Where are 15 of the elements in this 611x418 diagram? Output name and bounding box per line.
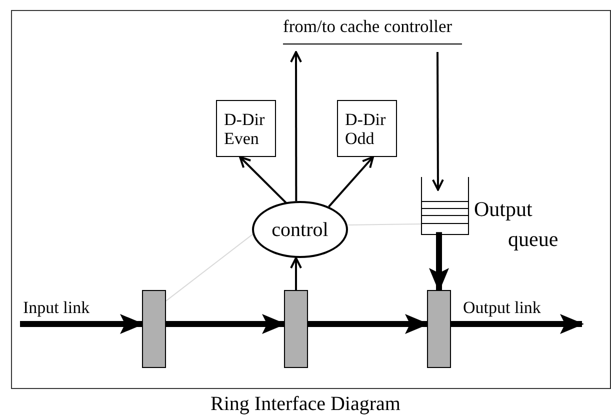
edge-label: Output link [463, 299, 541, 317]
control-ellipse [252, 201, 348, 258]
directory-box [337, 100, 397, 157]
edge-label: Input link [23, 299, 90, 317]
node-label: control [272, 220, 328, 240]
register-bar [142, 290, 166, 368]
node-label: D-Dir Even [224, 110, 266, 148]
register-bar [427, 290, 451, 368]
queue-label: Output queue [474, 196, 560, 253]
node-label: D-Dir Odd [345, 110, 387, 148]
caption: Ring Interface Diagram [210, 393, 402, 415]
register-bar [284, 290, 308, 368]
node-label: from/to cache controller [283, 18, 454, 36]
directory-box [216, 100, 276, 157]
queue-drawing [421, 177, 469, 235]
